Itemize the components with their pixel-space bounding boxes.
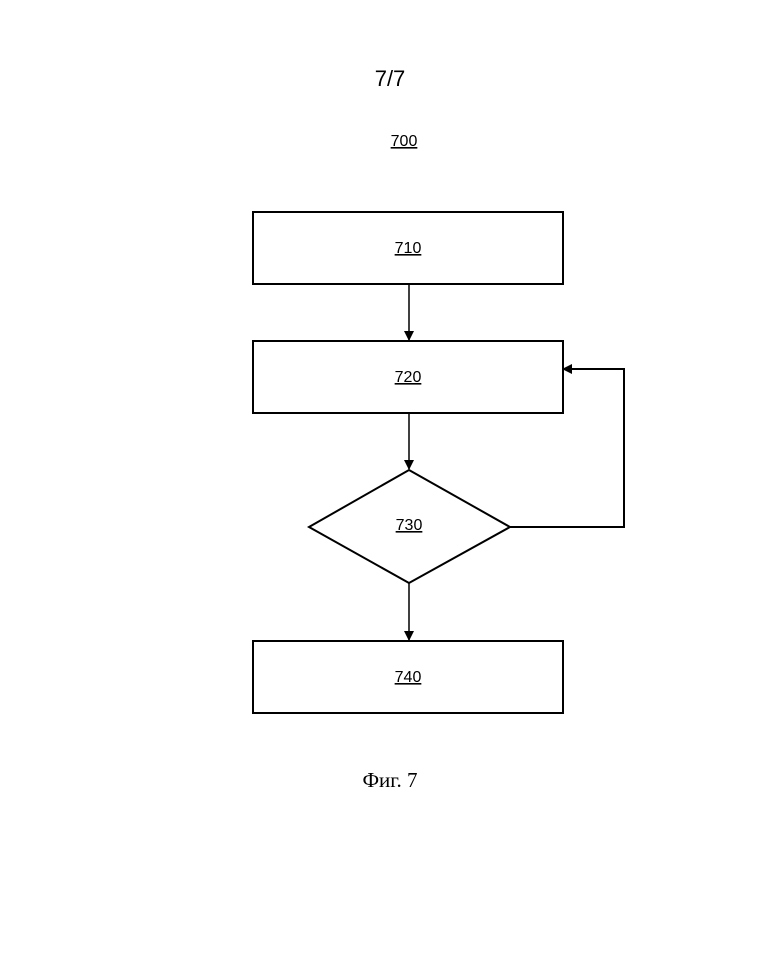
- node-740: 740: [253, 641, 563, 713]
- node-740-label: 740: [395, 669, 422, 686]
- figure-caption: Фиг. 7: [0, 768, 780, 793]
- node-720: 720: [253, 341, 563, 413]
- diagram-reference: 700: [391, 133, 418, 150]
- node-730: 730: [309, 470, 510, 583]
- node-720-label: 720: [395, 369, 422, 386]
- node-730-label: 730: [396, 517, 423, 534]
- node-710: 710: [253, 212, 563, 284]
- node-710-label: 710: [395, 240, 422, 257]
